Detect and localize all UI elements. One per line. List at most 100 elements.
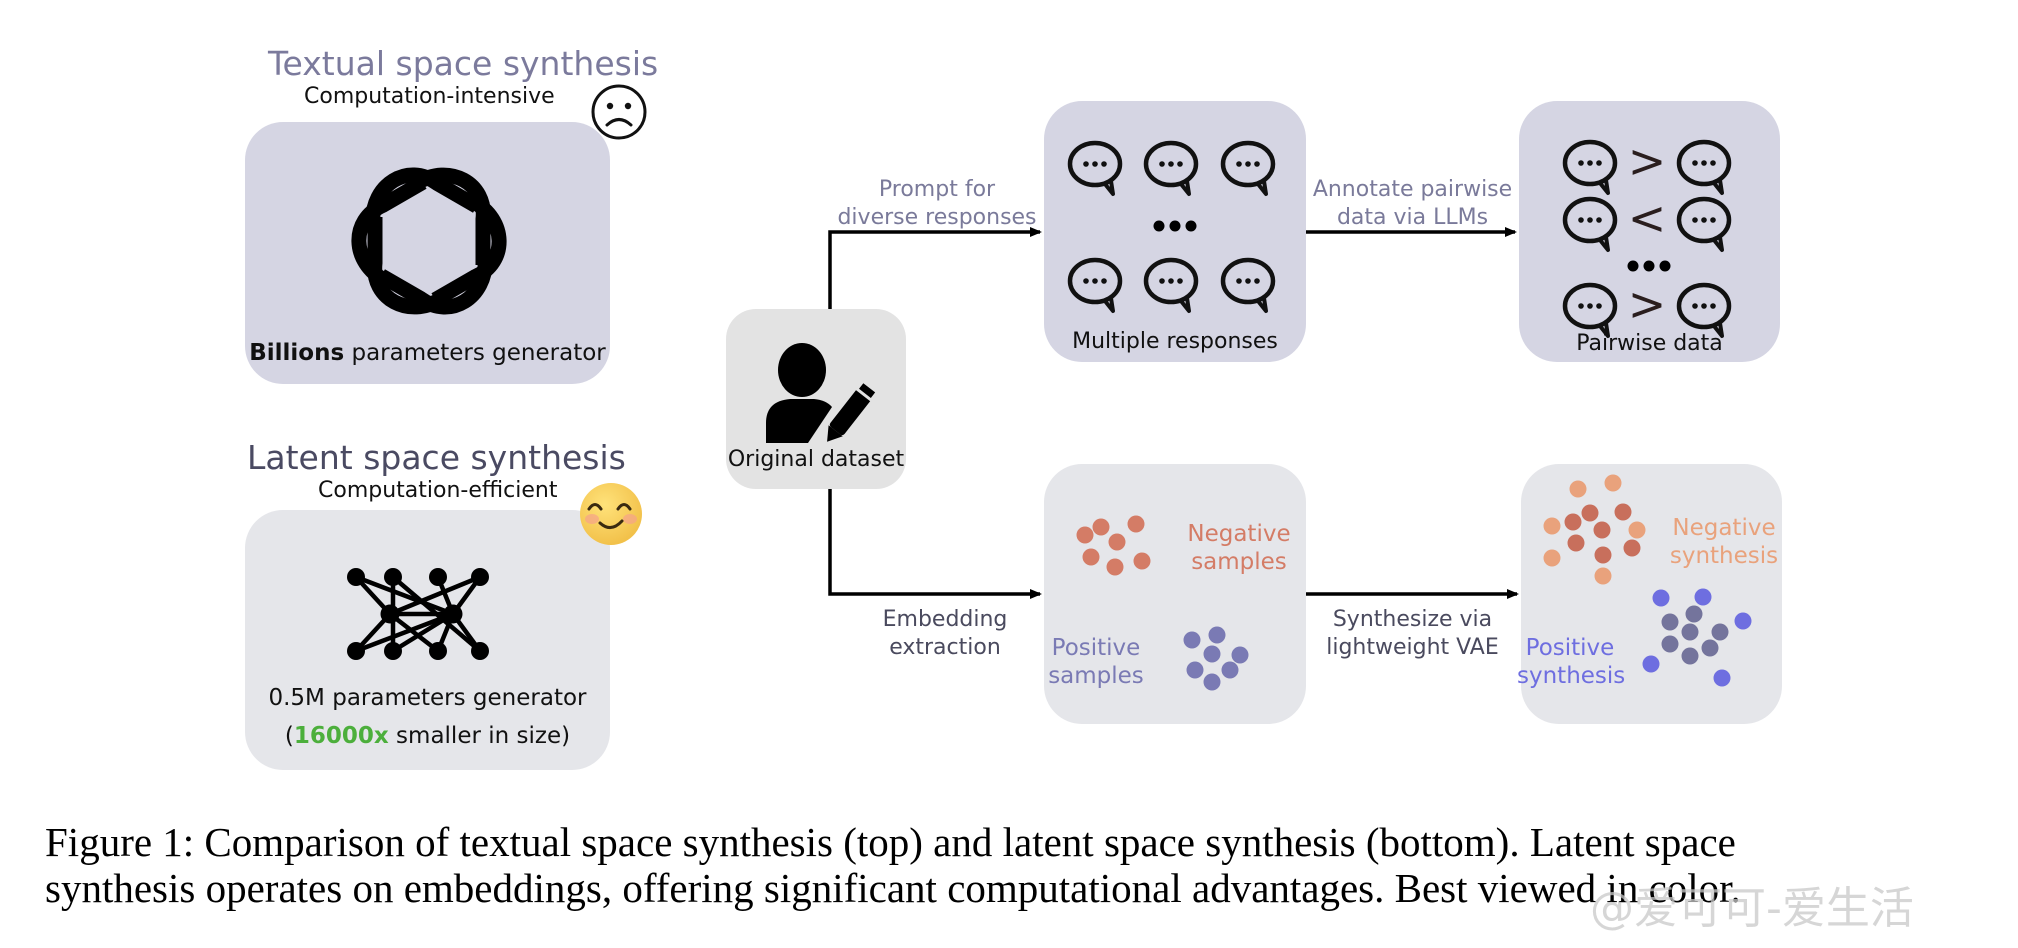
negative-synthesis-dot (1594, 546, 1612, 564)
generator-size-rest: parameters generator (344, 340, 606, 366)
negative-sample-dot (1127, 515, 1145, 533)
positive-sample-dot (1221, 661, 1239, 679)
embedding-samples-box: Negative samples Positive samples (1044, 464, 1306, 724)
speech-bubble-icon (1220, 140, 1276, 196)
speech-bubble-icon (1143, 140, 1199, 196)
negative-samples-label: Negative samples (1174, 520, 1304, 576)
multiple-responses-label: Multiple responses (1072, 329, 1278, 354)
paren-open: ( (284, 723, 294, 749)
pairwise-bubbles: ><> (1562, 134, 1732, 338)
textual-synthesis-title: Textual space synthesis (268, 44, 659, 83)
comparison-symbol: > (1628, 134, 1667, 188)
textual-generator-box: Billions parameters generator (245, 122, 610, 384)
negative-sample-dot (1106, 558, 1124, 576)
positive-samples-line1: Positive (1051, 635, 1141, 661)
speech-bubble-icon (1562, 139, 1618, 195)
positive-synthesis-line2: synthesis (1517, 663, 1626, 689)
positive-synthesis-dot-light (1694, 588, 1712, 606)
speech-bubble-icon (1067, 140, 1123, 196)
positive-synthesis-dot-light (1713, 669, 1731, 687)
sad-face-icon (591, 84, 647, 140)
positive-synthesis-line1: Positive (1525, 635, 1615, 661)
prompt-label-line1: Prompt for (878, 177, 996, 202)
negative-synthesis-line2: synthesis (1669, 543, 1779, 569)
annotate-label-line2: data via LLMs (1336, 205, 1489, 230)
generator-size-bold: Billions (249, 340, 345, 366)
pairwise-data-box: ><> Pairwise data (1519, 101, 1780, 362)
negative-synthesis-line1: Negative (1672, 515, 1776, 541)
vae-arrow-label: Synthesize via lightweight VAE (1306, 606, 1519, 662)
negative-sample-dot (1092, 518, 1110, 536)
figure-caption-line2: synthesis operates on embeddings, offeri… (45, 865, 1741, 911)
positive-sample-dot (1231, 646, 1249, 664)
comparison-symbol: < (1628, 191, 1667, 245)
positive-sample-dot (1203, 645, 1221, 663)
vae-label-line1: Synthesize via (1332, 607, 1493, 632)
positive-synthesis-dot-light (1642, 655, 1660, 673)
user-edit-icon (766, 343, 880, 443)
positive-sample-dot (1208, 626, 1226, 644)
original-dataset-box: Original dataset (726, 309, 906, 489)
original-dataset-label: Original dataset (727, 447, 905, 472)
negative-synthesis-dot-light (1543, 517, 1561, 535)
negative-sample-dot (1076, 526, 1094, 544)
positive-samples-label: Positive samples (1046, 634, 1146, 690)
positive-synthesis-dot (1661, 613, 1679, 631)
positive-samples-line2: samples (1048, 663, 1144, 689)
textual-synthesis-subtitle: Computation-intensive (304, 84, 555, 109)
negative-sample-dot (1082, 548, 1100, 566)
annotate-arrow-label: Annotate pairwise data via LLMs (1306, 176, 1519, 232)
speech-bubble-icon (1676, 282, 1732, 338)
embedding-arrow-label: Embedding extraction (840, 606, 1050, 662)
positive-synthesis-dot-light (1734, 612, 1752, 630)
ellipsis-icon (1153, 220, 1197, 232)
prompt-label-line2: diverse responses (837, 205, 1037, 230)
negative-sample-dot (1133, 552, 1151, 570)
positive-sample-dot (1183, 631, 1201, 649)
speech-bubble-icon (1220, 257, 1276, 313)
speech-bubble-icon (1562, 196, 1618, 252)
negative-synthesis-dot (1623, 539, 1641, 557)
negative-synthesis-dot (1593, 521, 1611, 539)
negative-samples-line1: Negative (1187, 521, 1291, 547)
positive-sample-dot (1186, 661, 1204, 679)
negative-synthesis-dot (1567, 534, 1585, 552)
positive-synthesis-dot (1681, 623, 1699, 641)
speech-bubble-icon (1562, 282, 1618, 338)
ellipsis-icon (1627, 260, 1671, 272)
positive-synthesis-dot (1685, 605, 1703, 623)
comparison-symbol: > (1628, 277, 1667, 331)
responses-bubbles (1067, 140, 1276, 313)
speech-bubble-icon (1676, 139, 1732, 195)
negative-synthesis-dot (1581, 504, 1599, 522)
multiple-responses-box: Multiple responses (1044, 101, 1306, 362)
positive-synthesis-dot-light (1652, 589, 1670, 607)
annotate-label-line1: Annotate pairwise (1312, 177, 1513, 202)
negative-synthesis-dot-light (1628, 521, 1646, 539)
speech-bubble-icon (1676, 196, 1732, 252)
size-ratio-highlight: 16000x (293, 723, 389, 749)
prompt-arrow-label: Prompt for diverse responses (832, 176, 1042, 232)
negative-synthesis-dot-light (1594, 567, 1612, 585)
arrow-to-embeddings (828, 489, 1042, 599)
textual-generator-label: Billions parameters generator (245, 340, 610, 366)
positive-sample-dot (1203, 673, 1221, 691)
latent-generator-size-note: (16000x smaller in size) (245, 723, 610, 749)
speech-bubble-icon (1143, 257, 1199, 313)
positive-synthesis-dot (1711, 623, 1729, 641)
negative-synthesis-label: Negative synthesis (1664, 514, 1784, 570)
negative-samples-line2: samples (1191, 549, 1287, 575)
embedding-label-line1: Embedding (882, 607, 1008, 632)
speech-bubble-icon (1067, 257, 1123, 313)
negative-synthesis-dot (1614, 503, 1632, 521)
size-ratio-rest: smaller in size) (388, 723, 571, 749)
negative-synthesis-dot-light (1543, 549, 1561, 567)
figure-caption-line1: Figure 1: Comparison of textual space sy… (45, 819, 1736, 865)
vae-synthesis-box: Negative synthesis Positive synthesis (1517, 464, 1784, 724)
positive-synthesis-label: Positive synthesis (1517, 634, 1626, 690)
latent-synthesis-subtitle: Computation-efficient (318, 478, 558, 503)
smiling-face-icon (580, 483, 642, 545)
neural-network-icon (347, 568, 489, 660)
